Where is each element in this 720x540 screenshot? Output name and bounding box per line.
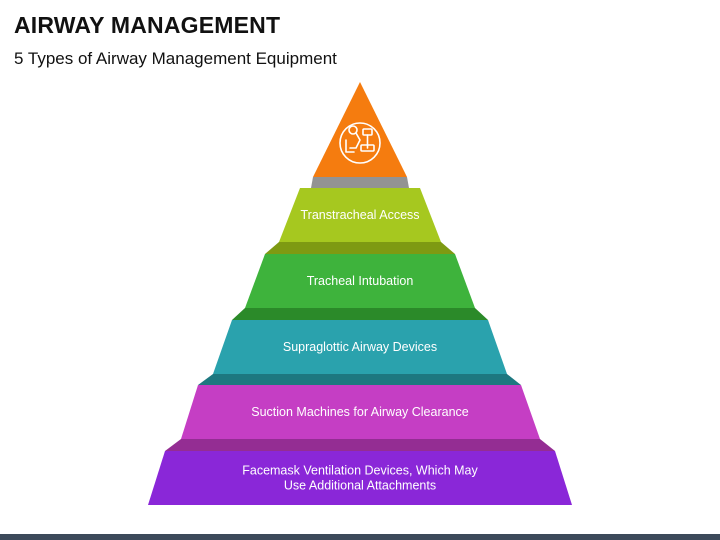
pyramid-top: [313, 82, 407, 177]
page-subtitle: 5 Types of Airway Management Equipment: [14, 49, 337, 68]
pyramid-level-shadow: [198, 374, 521, 385]
pyramid-level-label: Use Additional Attachments: [284, 479, 436, 493]
pyramid-top-triangle: [313, 82, 407, 177]
pyramid-level-shadow: [265, 242, 455, 254]
pyramid-level-3: Supraglottic Airway Devices: [213, 320, 507, 374]
pyramid-level-label: Tracheal Intubation: [307, 274, 414, 288]
footer-bar: [0, 534, 720, 540]
pyramid-level-band: [279, 188, 441, 242]
pyramid-top-shadow: [311, 177, 409, 188]
pyramid-level-band: [181, 385, 540, 439]
pyramid-level-shadow: [165, 439, 555, 451]
pyramid-level-4: Suction Machines for Airway Clearance: [181, 385, 540, 439]
pyramid-level-5: Facemask Ventilation Devices, Which MayU…: [148, 451, 572, 505]
pyramid-level-label: Transtracheal Access: [300, 208, 419, 222]
pyramid-level-label: Suction Machines for Airway Clearance: [251, 405, 469, 419]
pyramid-level-label: Facemask Ventilation Devices, Which May: [242, 464, 478, 478]
airway-equipment-icon: [339, 122, 381, 164]
page-title: AIRWAY MANAGEMENT: [14, 12, 281, 38]
pyramid-level-band: [148, 451, 572, 505]
pyramid-level-2: Tracheal Intubation: [245, 254, 475, 308]
pyramid-level-shadow: [232, 308, 488, 320]
pyramid-level-band: [213, 320, 507, 374]
pyramid-level-band: [245, 254, 475, 308]
pyramid-level-1: Transtracheal Access: [279, 188, 441, 242]
pyramid-level-label: Supraglottic Airway Devices: [283, 340, 437, 354]
